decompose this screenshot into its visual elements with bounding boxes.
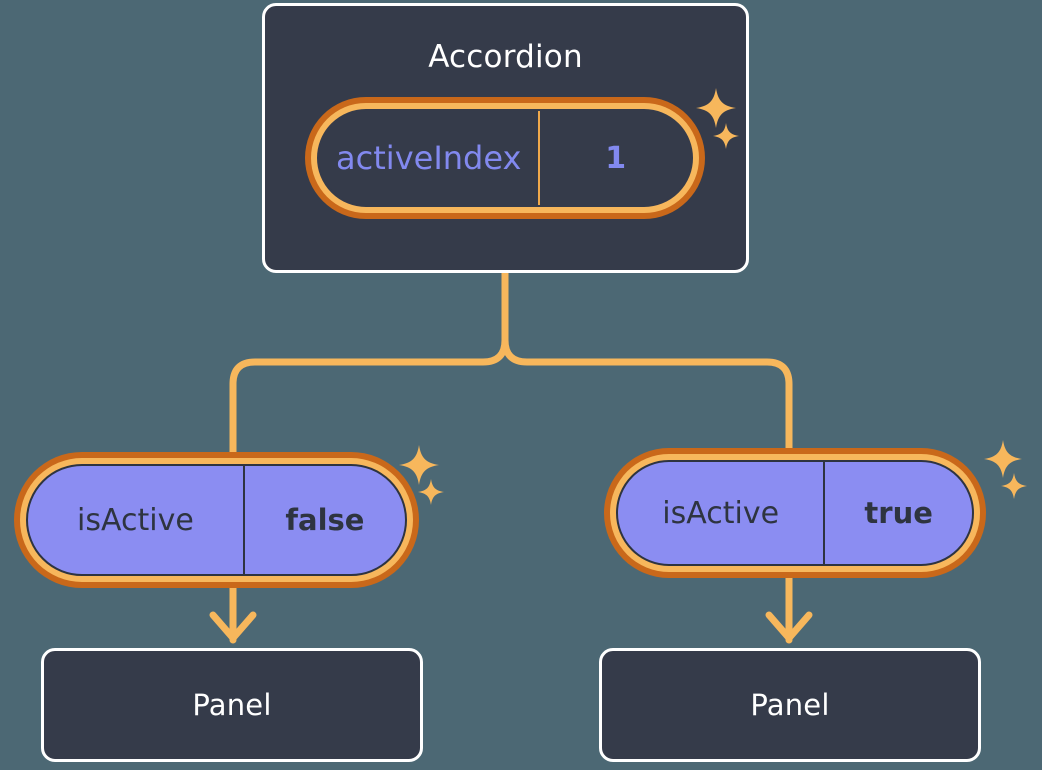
panel-right-title: Panel <box>750 687 830 722</box>
state-value-isactive-left: false <box>242 466 405 574</box>
state-value-isactive-right: true <box>823 462 972 564</box>
state-pill-body: activeIndex 1 <box>317 109 693 207</box>
accordion-title: Accordion <box>428 39 583 75</box>
state-key-activeindex: activeIndex <box>336 139 522 177</box>
sparkle-small-icon-left <box>417 478 445 506</box>
arrowhead-right <box>765 611 813 642</box>
state-pill-highlight-ring-left: isActive false <box>20 458 413 582</box>
edge-accordion-to-right <box>501 336 793 452</box>
state-pill-body-right: isActive true <box>616 460 974 566</box>
panel-left-title: Panel <box>192 687 272 722</box>
component-card-panel-left[interactable]: Panel <box>41 648 423 762</box>
state-pill-isactive-left[interactable]: isActive false <box>14 452 419 588</box>
state-value-activeindex: 1 <box>538 111 691 205</box>
component-card-panel-right[interactable]: Panel <box>599 648 981 762</box>
sparkle-small-icon-right <box>1000 472 1028 500</box>
state-pill-activeindex[interactable]: activeIndex 1 <box>305 97 705 219</box>
state-pill-highlight-ring-right: isActive true <box>610 454 980 572</box>
arrowhead-left <box>209 611 257 642</box>
state-pill-highlight-ring: activeIndex 1 <box>311 103 699 213</box>
state-pill-isactive-right[interactable]: isActive true <box>604 448 986 578</box>
state-key-isactive-left: isActive <box>77 502 194 538</box>
edge-accordion-to-left <box>229 269 509 456</box>
sparkle-large-icon-right <box>982 438 1024 480</box>
state-key-isactive-right: isActive <box>662 495 780 531</box>
state-pill-body-left: isActive false <box>26 464 407 576</box>
